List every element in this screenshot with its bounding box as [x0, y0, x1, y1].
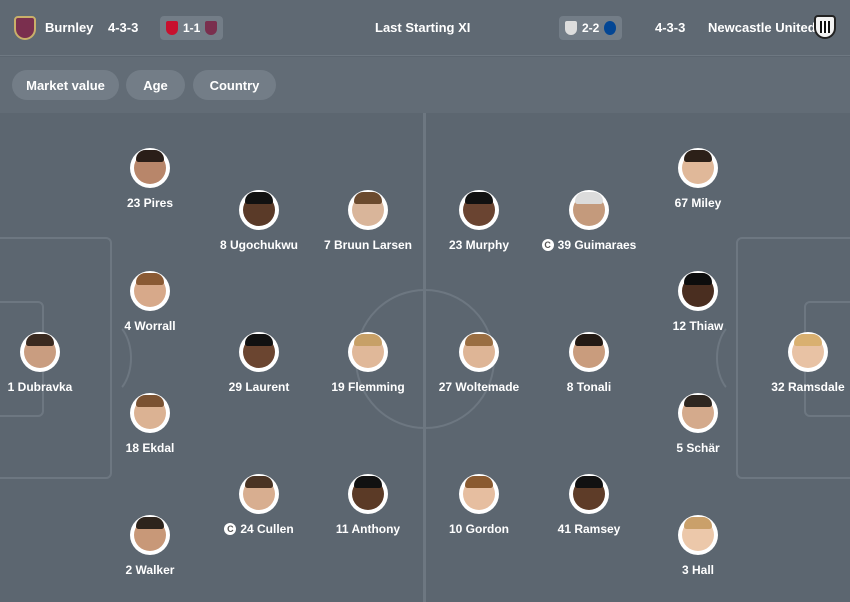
player-name: 11 Anthony [335, 522, 401, 536]
away-formation: 4-3-3 [655, 20, 686, 35]
player-name: 1 Dubravka [7, 380, 73, 394]
player-name: 3 Hall [681, 563, 714, 577]
player-walker[interactable]: 2 Walker [90, 515, 210, 577]
player-photo [130, 515, 170, 555]
away-team-name[interactable]: Newcastle United [708, 20, 816, 35]
home-formation: 4-3-3 [108, 20, 139, 35]
player-name: 8 Tonali [566, 380, 612, 394]
captain-icon: C [541, 239, 554, 251]
player-photo [569, 474, 609, 514]
away-penalty-arc [716, 319, 768, 397]
home-last-score[interactable]: 1-1 [160, 16, 224, 40]
player-photo [678, 148, 718, 188]
player-photo [20, 332, 60, 372]
player-woltemade[interactable]: 27 Woltemade [419, 332, 539, 394]
player-photo [678, 515, 718, 555]
player-ramsey[interactable]: 41 Ramsey [529, 474, 649, 536]
player-miley[interactable]: 67 Miley [638, 148, 758, 210]
player-photo [569, 190, 609, 230]
market-value-filter-button[interactable]: Market value [12, 70, 119, 100]
player-photo [678, 271, 718, 311]
newcastle-crest-icon [814, 15, 836, 39]
player-name: 8 Ugochukwu [219, 238, 298, 252]
player-name: 2 Walker [125, 563, 175, 577]
player-hall[interactable]: 3 Hall [638, 515, 758, 577]
player-thiaw[interactable]: 12 Thiaw [638, 271, 758, 333]
player-photo [239, 190, 279, 230]
player-photo [348, 190, 388, 230]
player-name: 7 Bruun Larsen [323, 238, 413, 252]
player-name: 27 Woltemade [438, 380, 520, 394]
home-last-score-text: 1-1 [183, 21, 201, 35]
match-header: Burnley 4-3-3 1-1 Last Starting XI 2-2 4… [0, 0, 850, 56]
player-photo [130, 393, 170, 433]
player-name: 23 Pires [126, 196, 174, 210]
player-photo [348, 332, 388, 372]
away-last-score[interactable]: 2-2 [559, 16, 623, 40]
player-name: 41 Ramsey [557, 522, 621, 536]
player-anthony[interactable]: 11 Anthony [308, 474, 428, 536]
player-name: 10 Gordon [448, 522, 509, 536]
player-murphy[interactable]: 23 Murphy [419, 190, 539, 252]
player-schar[interactable]: 5 Schär [638, 393, 758, 455]
player-name: 29 Laurent [228, 380, 290, 394]
player-pires[interactable]: 23 Pires [90, 148, 210, 210]
player-photo [788, 332, 828, 372]
player-tonali[interactable]: 8 Tonali [529, 332, 649, 394]
player-name-text: 24 Cullen [240, 522, 294, 536]
chelsea-crest-icon [604, 21, 617, 35]
player-ekdal[interactable]: 18 Ekdal [90, 393, 210, 455]
captain-icon: C [224, 523, 237, 535]
player-name: 32 Ramsdale [771, 380, 845, 394]
player-photo [459, 190, 499, 230]
country-filter-button[interactable]: Country [193, 70, 276, 100]
burnley-mini-crest-icon [205, 21, 218, 35]
away-last-score-text: 2-2 [582, 21, 600, 35]
burnley-crest-icon [14, 16, 36, 40]
page-title: Last Starting XI [375, 20, 471, 35]
player-name: 23 Murphy [448, 238, 509, 252]
player-name: 19 Flemming [331, 380, 405, 394]
player-photo [459, 332, 499, 372]
player-name: 67 Miley [674, 196, 722, 210]
home-penalty-arc [80, 319, 132, 397]
player-ramsdale[interactable]: 32 Ramsdale [748, 332, 850, 394]
player-photo [239, 332, 279, 372]
player-photo [678, 393, 718, 433]
player-name: 18 Ekdal [125, 441, 175, 455]
player-laurent[interactable]: 29 Laurent [199, 332, 319, 394]
player-photo [130, 271, 170, 311]
home-team-name[interactable]: Burnley [45, 20, 94, 35]
player-name: 12 Thiaw [672, 319, 724, 333]
player-name: 4 Worrall [124, 319, 176, 333]
player-photo [348, 474, 388, 514]
age-filter-button[interactable]: Age [126, 70, 185, 100]
player-photo [569, 332, 609, 372]
player-name-text: 39 Guimaraes [557, 238, 637, 252]
bournemouth-crest-icon [166, 21, 178, 35]
player-photo [239, 474, 279, 514]
player-ugochukwu[interactable]: 8 Ugochukwu [199, 190, 319, 252]
player-photo [459, 474, 499, 514]
newcastle-mini-crest-icon [565, 21, 577, 35]
player-name: 5 Schär [676, 441, 720, 455]
player-dubravka[interactable]: 1 Dubravka [0, 332, 100, 394]
player-photo [130, 148, 170, 188]
player-bruun-larsen[interactable]: 7 Bruun Larsen [308, 190, 428, 252]
player-flemming[interactable]: 19 Flemming [308, 332, 428, 394]
player-worrall[interactable]: 4 Worrall [90, 271, 210, 333]
player-gordon[interactable]: 10 Gordon [419, 474, 539, 536]
